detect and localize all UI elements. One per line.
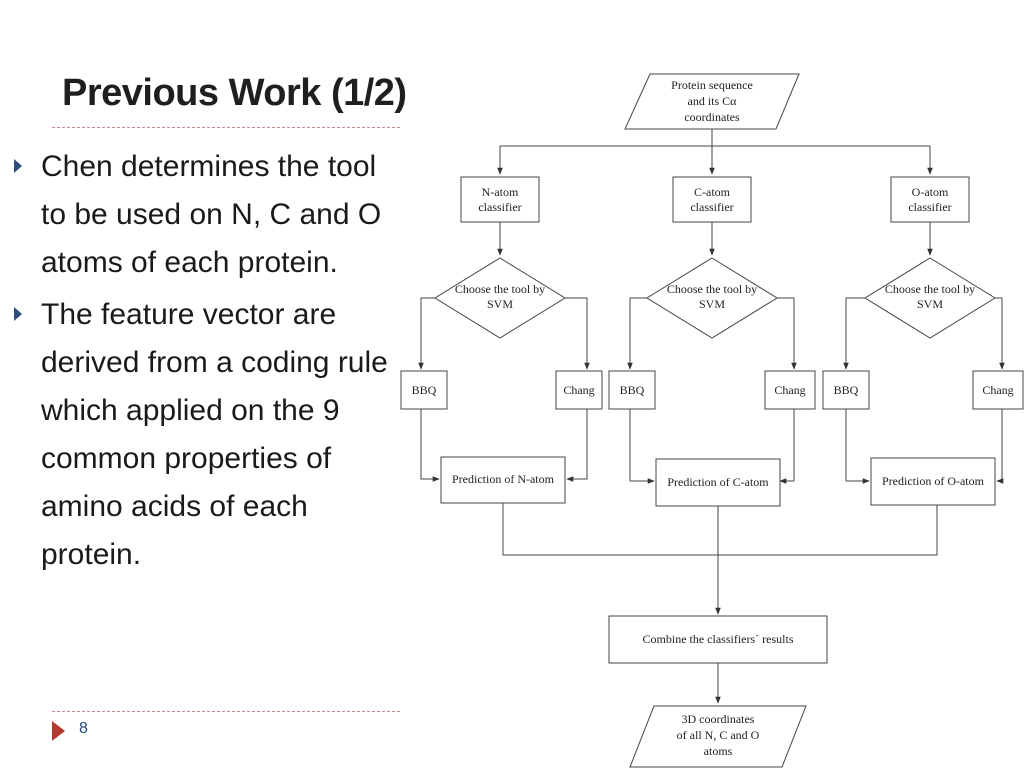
o-chang-label: Chang xyxy=(982,383,1013,397)
c-bbq-box: BBQ xyxy=(608,370,656,410)
n-svm-decision: Choose the tool by SVM xyxy=(434,257,566,339)
c-atom-classifier-box: C-atom classifier xyxy=(672,176,752,223)
output-label-line2: of all N, C and O xyxy=(677,728,760,742)
n-bbq-box: BBQ xyxy=(400,370,448,410)
bullet-item: The feature vector are derived from a co… xyxy=(14,291,406,579)
o-bbq-label: BBQ xyxy=(834,383,859,397)
output-label-line3: atoms xyxy=(704,744,733,758)
input-label-line1: Protein sequence xyxy=(671,78,753,92)
c-classifier-line1: C-atom xyxy=(694,185,731,199)
c-chang-box: Chang xyxy=(764,370,816,410)
o-decision-line1: Choose the tool by xyxy=(885,282,975,296)
output-parallelogram xyxy=(629,705,807,768)
o-classifier-line2: classifier xyxy=(908,200,951,214)
bullet-text: Chen determines the tool to be used on N… xyxy=(41,150,382,279)
o-bbq-box: BBQ xyxy=(822,370,870,410)
input-parallelogram xyxy=(624,73,800,130)
n-chang-label: Chang xyxy=(563,383,594,397)
n-decision-line2: SVM xyxy=(487,297,513,311)
c-bbq-label: BBQ xyxy=(620,383,645,397)
bullet-text: The feature vector are derived from a co… xyxy=(41,298,388,571)
n-chang-box: Chang xyxy=(555,370,603,410)
c-prediction-label: Prediction of C-atom xyxy=(667,475,769,489)
input-label-line2: and its Cα xyxy=(688,94,738,108)
combine-results-box: Combine the classifiers´ results xyxy=(608,615,828,664)
title-underline xyxy=(52,127,400,128)
n-decision-line1: Choose the tool by xyxy=(455,282,545,296)
o-prediction-label: Prediction of O-atom xyxy=(882,474,985,488)
n-classifier-line2: classifier xyxy=(478,200,521,214)
page-number: 8 xyxy=(79,720,88,737)
c-decision-line2: SVM xyxy=(699,297,725,311)
o-prediction-box: Prediction of O-atom xyxy=(870,457,996,506)
o-svm-decision: Choose the tool by SVM xyxy=(864,257,996,339)
c-decision-line1: Choose the tool by xyxy=(667,282,757,296)
n-bbq-label: BBQ xyxy=(412,383,437,397)
n-prediction-label: Prediction of N-atom xyxy=(452,472,555,486)
combine-label: Combine the classifiers´ results xyxy=(643,632,794,646)
footer-rule xyxy=(52,711,400,712)
input-label-line3: coordinates xyxy=(684,110,740,124)
n-prediction-box: Prediction of N-atom xyxy=(440,456,566,504)
c-classifier-line2: classifier xyxy=(690,200,733,214)
input-node: Protein sequence and its Cα coordinates xyxy=(624,73,800,130)
c-svm-decision: Choose the tool by SVM xyxy=(646,257,778,339)
bullet-arrow-icon xyxy=(14,307,22,321)
flowchart-connectors xyxy=(418,129,1005,704)
c-prediction-box: Prediction of C-atom xyxy=(655,458,781,507)
o-classifier-line1: O-atom xyxy=(912,185,949,199)
n-classifier-line1: N-atom xyxy=(482,185,519,199)
o-decision-line2: SVM xyxy=(917,297,943,311)
output-label-line1: 3D coordinates xyxy=(682,712,755,726)
o-chang-box: Chang xyxy=(972,370,1024,410)
slide-title: Previous Work (1/2) xyxy=(62,72,407,114)
bullet-arrow-icon xyxy=(14,159,22,173)
bullet-list: Chen determines the tool to be used on N… xyxy=(14,143,406,583)
c-chang-label: Chang xyxy=(774,383,805,397)
bullet-item: Chen determines the tool to be used on N… xyxy=(14,143,406,287)
output-node: 3D coordinates of all N, C and O atoms xyxy=(629,705,807,768)
page-marker-icon xyxy=(52,721,65,741)
o-atom-classifier-box: O-atom classifier xyxy=(890,176,970,223)
n-atom-classifier-box: N-atom classifier xyxy=(460,176,540,223)
